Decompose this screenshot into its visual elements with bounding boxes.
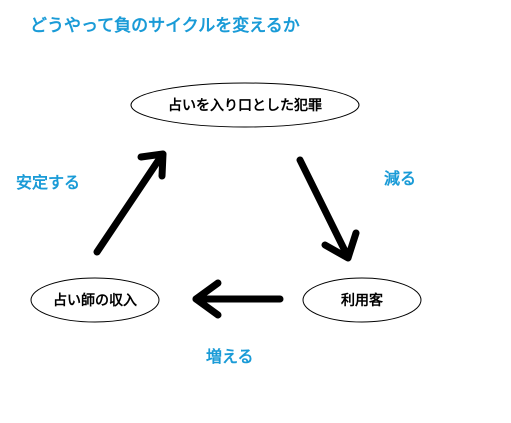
arrow-income-to-crime	[93, 150, 167, 256]
node-customers-label: 利用客	[341, 292, 384, 309]
node-customers-ellipse	[302, 277, 422, 323]
arrow-crime-to-customers	[296, 156, 360, 262]
node-income-label: 占い師の収入	[53, 292, 137, 309]
edge-label-increase: 増える	[206, 347, 254, 366]
arrow-customers-to-income	[192, 279, 284, 319]
node-crime: 占いを入り口とした犯罪	[130, 82, 360, 128]
node-crime-ellipse	[130, 82, 360, 128]
edge-label-decrease: 減る	[384, 169, 416, 188]
diagram-title: どうやって負のサイクルを変えるか	[30, 15, 300, 36]
node-income-ellipse	[30, 277, 160, 323]
node-customers: 利用客	[302, 277, 422, 323]
node-income: 占い師の収入	[30, 277, 160, 323]
edge-label-stabilize: 安定する	[16, 173, 80, 192]
node-crime-label: 占いを入り口とした犯罪	[168, 97, 322, 114]
